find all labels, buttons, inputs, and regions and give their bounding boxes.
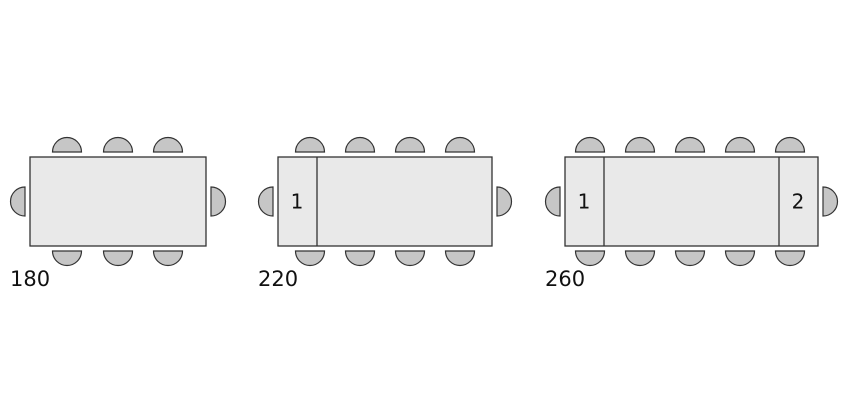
table-group-180: 180 <box>9 136 227 291</box>
chair-right <box>496 186 513 217</box>
chair-bottom <box>674 250 706 267</box>
extension-label: 1 <box>578 190 591 214</box>
chair-bottom <box>102 250 134 267</box>
chair-bottom <box>344 250 376 267</box>
chair-top <box>574 136 606 153</box>
chair-top <box>444 136 476 153</box>
chair-bottom <box>294 250 326 267</box>
chair-bottom <box>394 250 426 267</box>
chair-top <box>774 136 806 153</box>
table-length-label: 220 <box>258 267 298 291</box>
chair-top <box>724 136 756 153</box>
chair-right <box>210 186 227 217</box>
chair-bottom <box>724 250 756 267</box>
table-top <box>564 156 819 247</box>
chair-bottom <box>574 250 606 267</box>
chair-bottom <box>152 250 184 267</box>
chair-top <box>394 136 426 153</box>
chair-bottom <box>51 250 83 267</box>
chair-top <box>624 136 656 153</box>
table-group-220: 1 220 <box>257 136 513 291</box>
extension-label: 1 <box>291 190 304 214</box>
extension-label: 2 <box>792 190 805 214</box>
chair-left <box>9 186 26 217</box>
chair-bottom <box>444 250 476 267</box>
table-length-label: 260 <box>545 267 585 291</box>
chair-bottom <box>624 250 656 267</box>
chair-bottom <box>774 250 806 267</box>
chair-top <box>102 136 134 153</box>
chair-top <box>152 136 184 153</box>
table-top <box>29 156 207 247</box>
chair-left <box>257 186 274 217</box>
chair-right <box>822 186 839 217</box>
chair-top <box>344 136 376 153</box>
chair-left <box>544 186 561 217</box>
chair-top <box>51 136 83 153</box>
table-top <box>277 156 493 247</box>
table-group-260: 1 2 260 <box>544 136 839 291</box>
chair-top <box>294 136 326 153</box>
table-length-label: 180 <box>10 267 50 291</box>
chair-top <box>674 136 706 153</box>
